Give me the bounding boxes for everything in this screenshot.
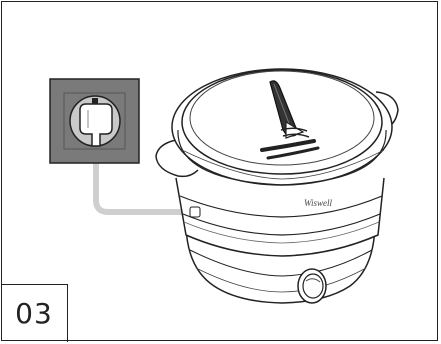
panel-border [1, 1, 438, 341]
step-number: 03 [15, 297, 53, 330]
power-cord [93, 143, 199, 215]
power-plug-icon [79, 103, 113, 147]
lid-handle-icon [269, 80, 310, 139]
step-indicator: 03 [1, 284, 68, 342]
control-dial-icon [297, 268, 327, 304]
multi-cooker-icon: Wiswell [155, 68, 399, 304]
brand-label: Wiswell [304, 198, 333, 208]
